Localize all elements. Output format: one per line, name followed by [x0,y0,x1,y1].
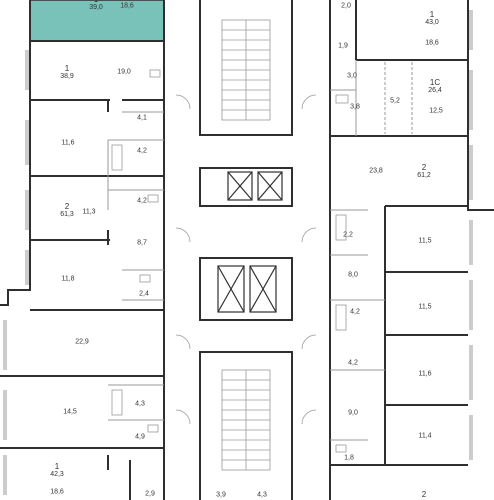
room-area: 1,9 [338,42,348,50]
right-outer-wall [467,0,494,211]
room-area: 4,3 [135,400,145,408]
room-area: 11,6 [61,139,75,147]
room-area: 3,8 [350,103,360,111]
room-area: 4,9 [135,433,145,441]
room-area: 18,6 [120,2,134,10]
room-area: 18,6 [50,488,64,496]
room-area: 4,2 [137,147,147,155]
apartment-area: 38,9 [60,73,74,81]
stair-bottom [221,369,271,471]
room-area: 4,2 [137,197,147,205]
apartment-badge-top-left[interactable]: 1 39,0 [89,0,103,12]
apartment-type: 1 [89,0,103,5]
apartment-badge-right-bottom[interactable]: 2 [421,489,427,499]
apartment-type: 2 [64,202,70,212]
apartment-badge-right-studio[interactable]: 1С 26,4 [428,78,442,95]
room-area: 11,8 [61,275,75,283]
elevator-core-bottom [199,257,293,321]
room-area: 5,2 [390,97,400,105]
room-area: 22,9 [75,338,89,346]
room-area: 3,9 [216,491,226,499]
elevator-core-top [199,167,293,207]
room-area: 18,6 [425,39,439,47]
stair-bottom-outline [199,351,293,500]
apartment-area: 26,4 [428,87,442,95]
apartment-badge-right-top[interactable]: 1 43,0 [425,10,439,27]
apartment-badge-left-3[interactable]: 1 42,3 [50,462,64,479]
apartment-area: 61,3 [60,211,74,219]
apartment-badge-left-2[interactable]: 2 61,3 [60,202,74,219]
room-area: 4,3 [257,491,267,499]
apartment-type: 2 [421,163,427,173]
apartment-type: 1 [429,10,435,20]
room-area: 3,0 [347,72,357,80]
room-area: 9,0 [348,409,358,417]
room-area: 4,2 [348,359,358,367]
room-area: 8,7 [137,239,147,247]
door-swings [175,94,317,425]
apartment-badge-right-2[interactable]: 2 61,2 [417,163,431,180]
room-area: 12,5 [429,107,443,115]
room-area: 2,9 [145,490,155,498]
room-area: 2,0 [341,2,351,10]
windows [3,10,473,495]
room-area: 14,5 [63,408,77,416]
room-area: 11,4 [418,432,432,440]
stair-top-outline [199,0,293,136]
apartment-type: 2 [421,489,427,499]
room-area: 11,5 [418,237,432,245]
room-area: 4,2 [350,308,360,316]
thin-partitions [107,60,385,441]
room-area: 1,8 [344,454,354,462]
apartment-area: 42,3 [50,471,64,479]
fixtures [111,69,349,453]
room-area: 2,2 [343,231,353,239]
studio-zoning-lines [384,62,413,134]
apartment-type: 1 [64,64,70,74]
stair-top [221,19,271,121]
room-area: 11,3 [82,208,96,216]
apartment-area: 39,0 [89,4,103,12]
apartment-type: 1С [429,78,441,88]
elevators [217,171,283,313]
apartment-badge-left-1[interactable]: 1 38,9 [60,64,74,81]
room-area: 23,8 [369,167,383,175]
apartment-area: 43,0 [425,19,439,27]
left-outer-wall [0,0,31,306]
room-area: 11,5 [418,303,432,311]
room-area: 2,4 [139,290,149,298]
room-area: 4,1 [137,114,147,122]
room-area: 19,0 [117,68,131,76]
apartment-type: 1 [54,462,60,472]
apartment-area: 61,2 [417,172,431,180]
room-area: 11,6 [418,370,432,378]
room-area: 8,0 [348,271,358,279]
